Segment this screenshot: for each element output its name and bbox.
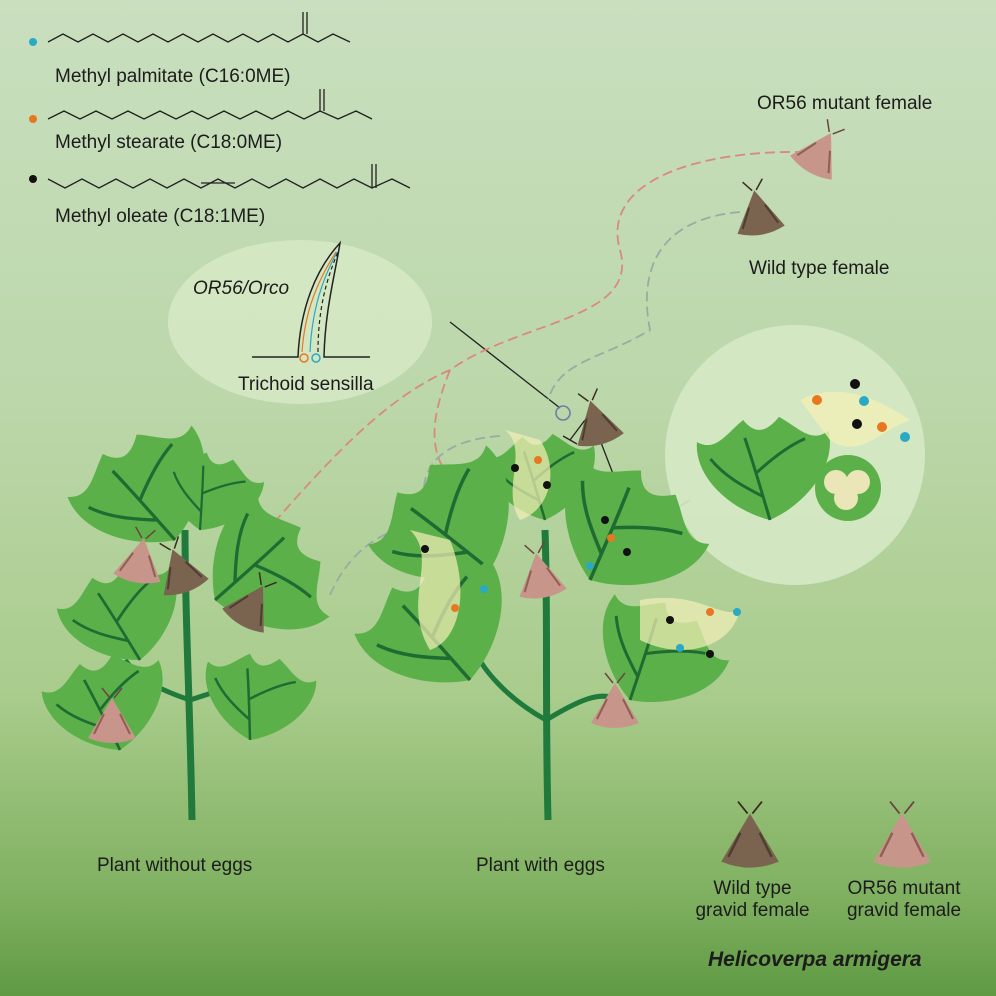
plant-without-eggs-label: Plant without eggs bbox=[97, 855, 253, 876]
compound-label-stearate: Methyl stearate (C18:0ME) bbox=[55, 132, 283, 153]
sensilla-hair bbox=[252, 240, 370, 358]
chemical-structures bbox=[47, 12, 411, 189]
plant-with-eggs-label: Plant with eggs bbox=[476, 855, 605, 876]
plant-with-eggs-drawing bbox=[341, 383, 741, 821]
compound-label-oleate: Methyl oleate (C18:1ME) bbox=[55, 206, 266, 227]
species-name: Helicoverpa armigera bbox=[708, 948, 922, 971]
wildtype-moth-flying bbox=[727, 175, 787, 240]
mutant-female-label: OR56 mutant female bbox=[757, 93, 933, 114]
legend-mutant-label: OR56 mutant gravid female bbox=[846, 878, 962, 921]
wildtype-female-label: Wild type female bbox=[749, 258, 890, 279]
legend-mutant-moth bbox=[872, 800, 932, 869]
sensilla-label: Trichoid sensilla bbox=[238, 374, 374, 395]
legend-wildtype-moth bbox=[720, 800, 780, 869]
palmitate-dot bbox=[29, 38, 37, 46]
plant-without-eggs-drawing bbox=[35, 406, 349, 821]
stearate-dot bbox=[29, 115, 37, 123]
sensilla-bubble bbox=[168, 240, 432, 404]
legend-wildtype-label: Wild type gravid female bbox=[695, 878, 810, 921]
receptor-label: OR56/Orco bbox=[193, 278, 290, 299]
mutant-moth-flying bbox=[786, 111, 858, 185]
oleate-dot bbox=[29, 175, 37, 183]
compound-label-palmitate: Methyl palmitate (C16:0ME) bbox=[55, 66, 291, 87]
antenna-circle bbox=[555, 405, 571, 421]
